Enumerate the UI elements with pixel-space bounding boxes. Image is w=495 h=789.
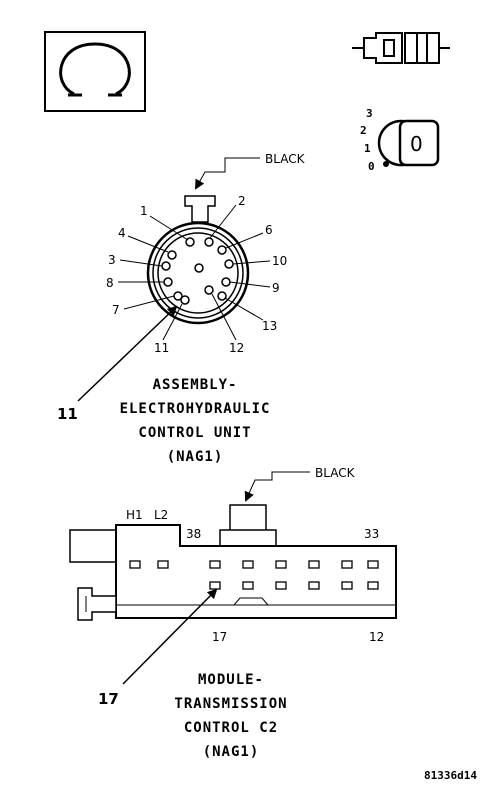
pin-label-8: 8 bbox=[106, 276, 114, 290]
connector1-title-line2: ELECTROHYDRAULIC bbox=[120, 401, 271, 417]
figure-code: 81336d14 bbox=[424, 769, 477, 782]
pin-label-13: 13 bbox=[262, 319, 277, 333]
ignition-key-label: 0 bbox=[410, 132, 423, 156]
connector1-wire-color: BLACK bbox=[265, 152, 306, 166]
pin-label-12: 12 bbox=[229, 341, 244, 355]
connector1-title-line1: ASSEMBLY- bbox=[153, 377, 238, 393]
pin-label-7: 7 bbox=[112, 303, 120, 317]
pin-label-9: 9 bbox=[272, 281, 280, 295]
pin-label-11: 11 bbox=[154, 341, 169, 355]
connector2-label-l2: L2 bbox=[154, 508, 168, 522]
connector1-title-line3: CONTROL UNIT bbox=[138, 425, 251, 441]
connector2-label-h1: H1 bbox=[126, 508, 143, 522]
connector2-cavities bbox=[129, 560, 379, 590]
pin-label-2: 2 bbox=[238, 194, 246, 208]
connector2-label-38: 38 bbox=[186, 527, 201, 541]
ignition-pos-1: 1 bbox=[364, 142, 371, 155]
pin-label-3: 3 bbox=[108, 253, 116, 267]
connector1-title-line4: (NAG1) bbox=[167, 449, 224, 465]
connector1-callout: 11 bbox=[57, 405, 78, 423]
ignition-pos-0: 0 bbox=[368, 160, 375, 173]
connector2-title-line3: CONTROL C2 bbox=[184, 720, 278, 736]
connector-icon bbox=[352, 32, 450, 64]
connector2-title-line2: TRANSMISSION bbox=[174, 696, 287, 712]
connector2-label-33: 33 bbox=[364, 527, 379, 541]
connector2-title-line1: MODULE- bbox=[198, 672, 264, 688]
connector1-title: ASSEMBLY- ELECTROHYDRAULIC CONTROL UNIT … bbox=[120, 377, 271, 465]
pin-label-4: 4 bbox=[118, 226, 126, 240]
round-connector: BLACK bbox=[57, 152, 306, 423]
ignition-key-icon: 3 2 1 0 0 bbox=[360, 107, 440, 173]
pin-label-10: 10 bbox=[272, 254, 287, 268]
pin-label-1: 1 bbox=[140, 204, 148, 218]
ignition-pos-3: 3 bbox=[366, 107, 373, 120]
connector1-pins bbox=[161, 237, 234, 305]
ohmmeter-icon bbox=[44, 31, 146, 112]
ignition-pos-2: 2 bbox=[360, 124, 367, 137]
connector2-title: MODULE- TRANSMISSION CONTROL C2 (NAG1) bbox=[174, 672, 287, 760]
connector2-wire-color: BLACK bbox=[315, 466, 356, 480]
connector2-title-line4: (NAG1) bbox=[203, 744, 260, 760]
connector2-callout: 17 bbox=[98, 690, 119, 708]
connector2-label-12: 12 bbox=[369, 630, 384, 644]
connector2-label-17: 17 bbox=[212, 630, 227, 644]
pin-label-6: 6 bbox=[265, 223, 273, 237]
rect-connector: BLACK bbox=[69, 466, 397, 708]
